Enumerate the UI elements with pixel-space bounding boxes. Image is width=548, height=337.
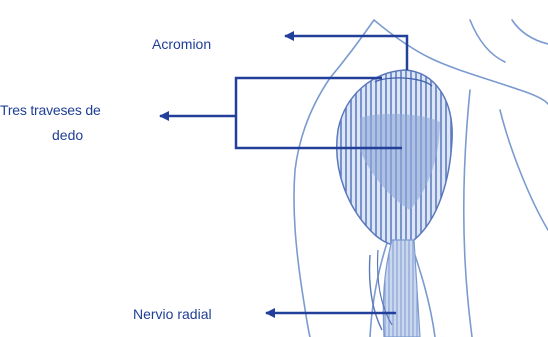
acromion-label: Acromion xyxy=(152,35,211,53)
three-fingers-label-line2: dedo xyxy=(52,126,83,144)
three-fingers-label-line1: Tres traveses de xyxy=(0,101,101,119)
upper-arm xyxy=(370,240,421,337)
radial-nerve-label: Nervio radial xyxy=(133,305,212,323)
acromion-pointer xyxy=(285,36,407,70)
deltoid-muscle xyxy=(337,70,452,246)
